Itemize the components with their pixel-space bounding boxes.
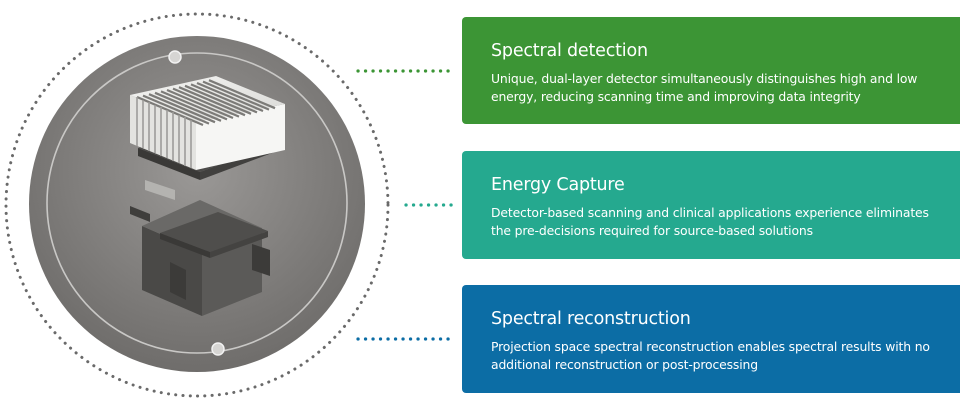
feature-card-spectral-reconstruction: Spectral reconstruction Projection space… [462, 285, 960, 393]
feature-card-energy-capture: Energy Capture Detector-based scanning a… [462, 151, 960, 259]
ring-node-bottom [211, 342, 225, 356]
feature-description: Unique, dual-layer detector simultaneous… [491, 71, 918, 104]
feature-title: Spectral detection [491, 41, 648, 61]
feature-title: Energy Capture [491, 175, 625, 195]
outer-dotted-orbit [4, 12, 390, 398]
feature-description: Detector-based scanning and clinical app… [491, 205, 929, 238]
inner-ring [46, 52, 348, 354]
feature-title: Spectral reconstruction [491, 309, 691, 329]
ring-node-top [168, 50, 182, 64]
feature-description: Projection space spectral reconstruction… [491, 339, 930, 372]
feature-card-spectral-detection: Spectral detection Unique, dual-layer de… [462, 17, 960, 124]
detector-module [130, 76, 285, 316]
